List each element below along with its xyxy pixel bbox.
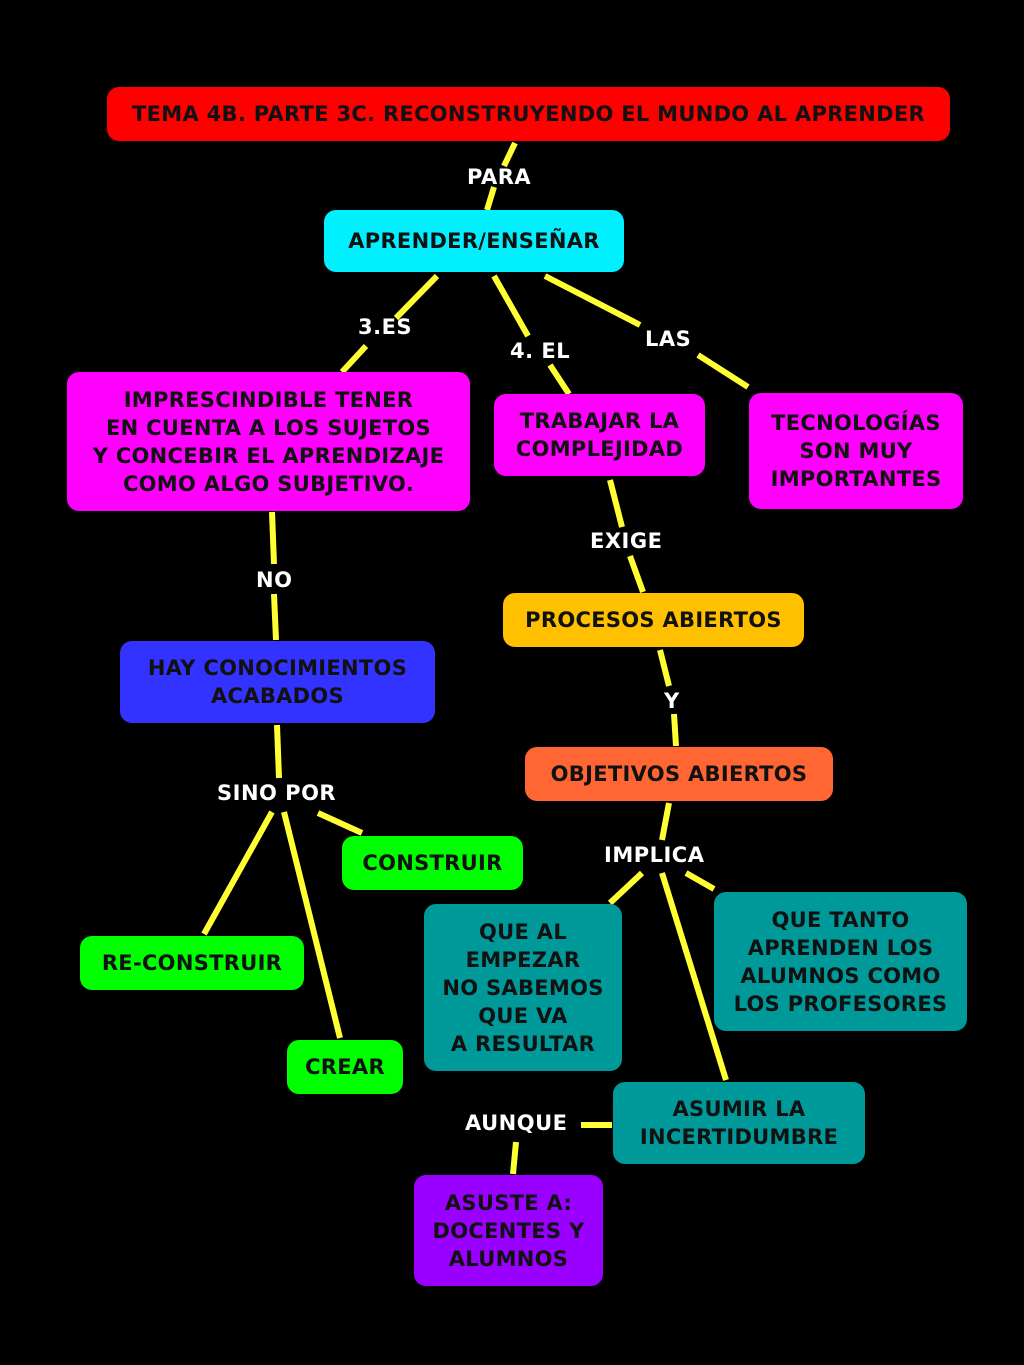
node-aprender-ensenar: APRENDER/ENSEÑAR	[324, 210, 624, 272]
link-label-exige: EXIGE	[590, 529, 663, 553]
node-re-construir: RE-CONSTRUIR	[80, 936, 304, 990]
connector-title-para	[501, 141, 518, 168]
connector-sinopor-reconstruir	[201, 810, 275, 936]
node-crear: CREAR	[287, 1040, 403, 1094]
connector-para-aprender	[484, 186, 497, 211]
link-label-implica: IMPLICA	[604, 843, 705, 867]
connector-aprender-las	[543, 273, 642, 328]
node-asuste-docentes: ASUSTE A: DOCENTES Y ALUMNOS	[414, 1175, 603, 1286]
node-asumir-incertidumbre: ASUMIR LA INCERTIDUMBRE	[613, 1082, 865, 1164]
connector-objetivos-implica	[659, 802, 672, 841]
connector-sinopor-crear	[281, 811, 343, 1039]
link-label-las: LAS	[645, 327, 692, 351]
node-construir: CONSTRUIR	[342, 836, 523, 890]
connector-trabajar-exige	[607, 479, 625, 528]
link-label-para: PARA	[467, 165, 532, 189]
node-imprescindible: IMPRESCINDIBLE TENER EN CUENTA A LOS SUJ…	[67, 372, 470, 511]
link-label-sino-por: SINO POR	[217, 781, 337, 805]
node-que-al-empezar: QUE AL EMPEZAR NO SABEMOS QUE VA A RESUL…	[424, 904, 622, 1071]
connector-hay-sinopor	[274, 724, 282, 779]
node-procesos-abiertos: PROCESOS ABIERTOS	[503, 593, 804, 647]
connector-aunque-asuste	[510, 1141, 519, 1175]
connector-es-imprescindible	[339, 343, 369, 375]
connector-las-tecnologias	[696, 352, 750, 390]
link-label-y: Y	[664, 689, 680, 713]
link-label-no: NO	[256, 568, 293, 592]
connector-aprender-es	[393, 273, 440, 321]
title-node: TEMA 4B. PARTE 3C. RECONSTRUYENDO EL MUN…	[107, 87, 950, 141]
connector-imprescindible-no	[269, 511, 277, 565]
node-trabajar-complejidad: TRABAJAR LA COMPLEJIDAD	[494, 394, 705, 476]
connector-implica-queal	[607, 870, 645, 906]
node-tecnologias: TECNOLOGÍAS SON MUY IMPORTANTES	[749, 393, 963, 509]
node-objetivos-abiertos: OBJETIVOS ABIERTOS	[525, 747, 833, 801]
link-label-es: 3.ES	[358, 315, 413, 339]
connector-el-trabajar	[547, 363, 572, 396]
node-hay-conocimientos: HAY CONOCIMIENTOS ACABADOS	[120, 641, 435, 723]
link-label-aunque: AUNQUE	[465, 1111, 568, 1135]
connector-implica-asumir	[659, 872, 729, 1081]
connector-exige-procesos	[627, 554, 646, 594]
connector-procesos-y	[657, 649, 672, 687]
node-que-tanto-aprenden: QUE TANTO APRENDEN LOS ALUMNOS COMO LOS …	[714, 892, 967, 1031]
connector-implica-quetanto	[684, 870, 716, 892]
connector-sinopor-construir	[316, 810, 364, 836]
link-label-el: 4. EL	[510, 339, 571, 363]
connector-y-objetivos	[671, 713, 679, 747]
connector-no-hay	[271, 593, 279, 641]
connector-aprender-el	[491, 274, 531, 338]
